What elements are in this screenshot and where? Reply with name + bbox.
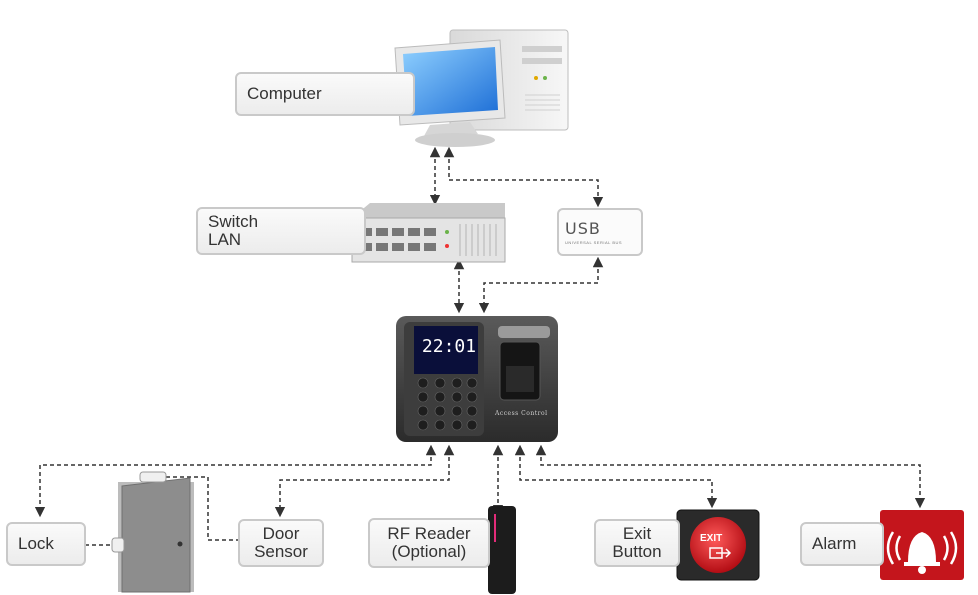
usb-subtext: UNIVERSAL SERIAL BUS [565,240,623,245]
link-computer-usb [443,146,604,208]
computer-icon [394,29,569,147]
link-device-exit-button [514,444,718,509]
link-door-sensor [166,476,238,541]
lock-label: Lock [6,522,86,566]
computer-label: Computer [235,72,415,116]
alarm-icon [880,510,964,580]
usb-text: USB [565,219,601,238]
link-device-door-sensor [274,444,455,518]
rf-reader-icon [488,506,516,594]
link-device-lock [34,444,437,518]
rf-reader-label: RF Reader(Optional) [368,518,490,568]
usb-connector: USB UNIVERSAL SERIAL BUS [557,208,643,256]
link-usb-device [478,256,604,314]
exit-button-icon [676,509,760,581]
link-device-alarm [535,444,926,509]
access-control-device-icon [396,316,558,442]
device-clock: 22:01 [421,336,477,357]
device-caption: Access Control [495,410,548,417]
alarm-label: Alarm [800,522,884,566]
exit-button-face-text: EXIT [700,533,723,544]
network-switch-icon [351,203,506,263]
door-icon [111,471,194,593]
